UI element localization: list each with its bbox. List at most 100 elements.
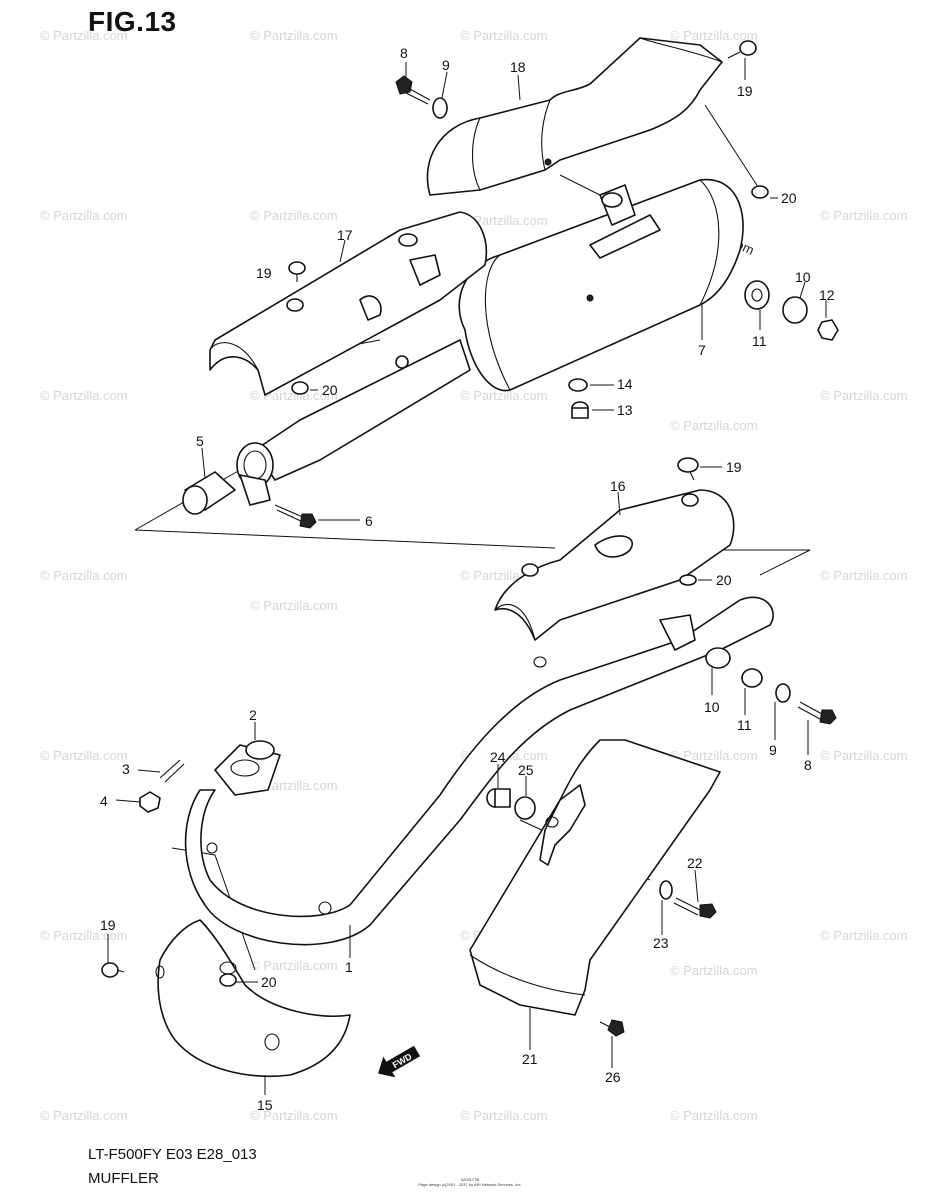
callout-label: 17 (337, 227, 353, 243)
watermark: © Partzilla.com (670, 28, 758, 43)
watermark: © Partzilla.com (250, 28, 338, 43)
heat-shield-upper (426, 37, 723, 196)
watermark-layer: © Partzilla.com © Partzilla.com © Partzi… (40, 28, 908, 1123)
callout-label: 25 (518, 762, 534, 778)
callout-label: 11 (737, 717, 752, 733)
washer-23 (659, 880, 673, 900)
callout-label: 13 (617, 402, 633, 418)
callout-label: 16 (610, 478, 626, 494)
forward-arrow-icon: FWD (378, 1045, 421, 1078)
bolt-8-upper (395, 75, 431, 105)
callout-label: 14 (617, 376, 633, 392)
callout-label: 8 (804, 757, 812, 773)
heat-shield-middle (209, 211, 487, 396)
callout-label: 7 (698, 342, 706, 358)
screw-19-front (677, 457, 699, 481)
watermark: © Partzilla.com (460, 213, 548, 228)
callout-label: 19 (256, 265, 272, 281)
watermark: © Partzilla.com (40, 928, 128, 943)
callout-labels: 8 9 18 19 20 17 19 10 12 11 7 20 14 13 5… (100, 45, 835, 1113)
heat-shield-side (469, 739, 721, 1016)
grommet-set-lower (705, 647, 837, 725)
figure-title: FIG.13 (88, 6, 177, 37)
watermark: © Partzilla.com (820, 748, 908, 763)
heat-guard-lower (155, 919, 351, 1078)
muffler-body (458, 178, 744, 392)
collar-20-front (679, 574, 697, 586)
watermark: © Partzilla.com (820, 388, 908, 403)
bolt-6 (274, 504, 317, 529)
watermark: © Partzilla.com (250, 1108, 338, 1123)
washer-9-upper (432, 97, 448, 119)
callout-label: 19 (726, 459, 742, 475)
heat-shield-front (494, 489, 735, 641)
watermark: © Partzilla.com (460, 1108, 548, 1123)
callout-label: 20 (322, 382, 338, 398)
bolt-22 (673, 897, 717, 919)
callout-label: 15 (257, 1097, 273, 1113)
washer-14 (568, 378, 588, 392)
watermark: © Partzilla.com (820, 208, 908, 223)
callout-label: 3 (122, 761, 130, 777)
watermark: © Partzilla.com (250, 208, 338, 223)
callout-label: 19 (100, 917, 116, 933)
fine-print: 020517TB Page design (c)2001 - 2017 by A… (400, 1177, 540, 1187)
callout-label: 9 (442, 57, 450, 73)
callout-label: 23 (653, 935, 669, 951)
callout-label: 22 (687, 855, 703, 871)
part-name: MUFFLER (88, 1170, 159, 1187)
screw-19-middle (288, 261, 306, 282)
watermark: © Partzilla.com (40, 208, 128, 223)
callout-label: 8 (400, 45, 408, 61)
leader-lines (107, 58, 827, 1095)
callout-label: 6 (365, 513, 373, 529)
watermark: © Partzilla.com (820, 928, 908, 943)
callout-label: 10 (795, 269, 811, 285)
watermark: © Partzilla.com (250, 778, 338, 793)
watermark: © Partzilla.com (460, 388, 548, 403)
model-code: LT-F500FY E03 E28_013 (88, 1146, 257, 1163)
plug-13 (571, 401, 589, 419)
grommet-set-upper (744, 280, 839, 341)
watermark: © Partzilla.com (820, 568, 908, 583)
collar-20-lower (219, 973, 237, 987)
watermark: © Partzilla.com (670, 1108, 758, 1123)
fine-print-line: 020517TB (460, 1177, 480, 1182)
watermark: © Partzilla.com (670, 748, 758, 763)
collar-20-upper (751, 185, 769, 199)
callout-label: 1 (345, 959, 353, 975)
callout-label: 11 (752, 333, 767, 349)
callout-label: 9 (769, 742, 777, 758)
watermark: © Partzilla.com (40, 1108, 128, 1123)
watermark: © Partzilla.com (250, 598, 338, 613)
callout-label: 5 (196, 433, 204, 449)
callout-label: 18 (510, 59, 526, 75)
stud-3 (159, 759, 185, 783)
callout-label: 20 (716, 572, 732, 588)
watermark: © Partzilla.com (670, 418, 758, 433)
screw-19-upper (727, 40, 757, 59)
callout-label: 20 (781, 190, 797, 206)
watermark: © Partzilla.com (40, 388, 128, 403)
callout-label: 19 (737, 83, 753, 99)
watermark: © Partzilla.com (40, 568, 128, 583)
callout-label: 2 (249, 707, 257, 723)
exhaust-pipe (184, 596, 774, 946)
collar-20-middle (291, 381, 309, 395)
fine-print-line: Page design (c)2001 - 2017 by ARI Networ… (418, 1182, 522, 1187)
grommet-25 (514, 796, 536, 820)
screw-19-lower (101, 962, 125, 978)
watermark: © Partzilla.com (40, 748, 128, 763)
callout-label: 24 (490, 749, 506, 765)
gasket-2 (245, 740, 275, 760)
watermark: © Partzilla.com (250, 958, 338, 973)
gasket-sleeve (182, 471, 236, 515)
callout-label: 20 (261, 974, 277, 990)
callout-label: 12 (819, 287, 835, 303)
callout-label: 26 (605, 1069, 621, 1085)
connecting-pipe (236, 339, 471, 506)
collar-24 (486, 788, 511, 808)
bolt-26 (599, 1019, 625, 1037)
callout-label: 10 (704, 699, 720, 715)
